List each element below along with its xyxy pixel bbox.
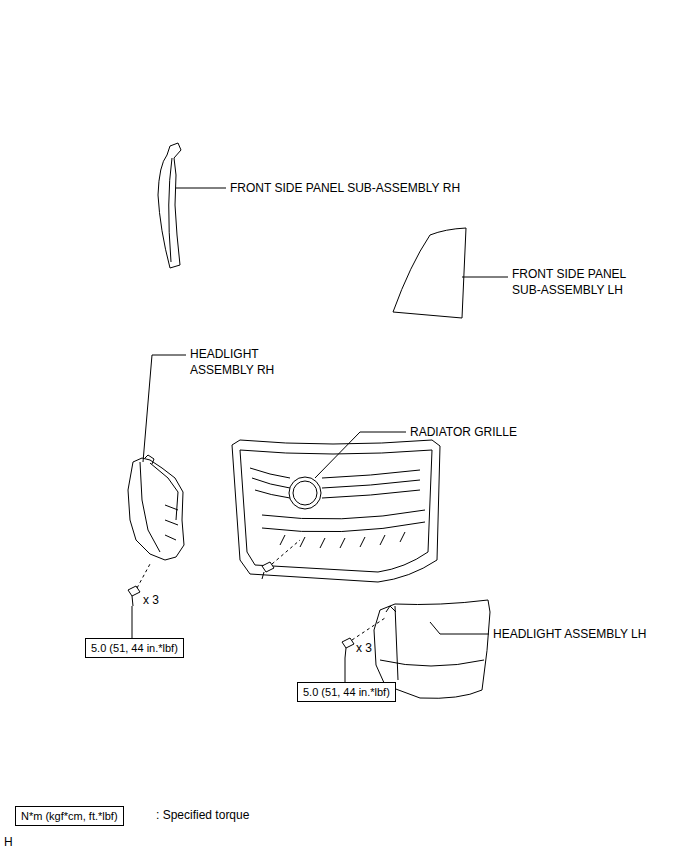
torque-text: N*m (kgf*cm, ft.*lbf): [21, 810, 118, 822]
sheet-code: H: [4, 834, 24, 850]
quantity-note: x 3: [356, 640, 396, 656]
legend-text: : Specified torque: [156, 807, 356, 823]
torque-box: 5.0 (51, 44 in.*lbf): [297, 682, 396, 702]
part-name: HEADLIGHT ASSEMBLY RH: [190, 346, 300, 378]
part-name: FRONT SIDE PANEL SUB-ASSEMBLY LH: [512, 266, 642, 298]
legend-torque-box: N*m (kgf*cm, ft.*lbf): [15, 806, 124, 826]
part-name: RADIATOR GRILLE: [410, 424, 550, 440]
part-name: FRONT SIDE PANEL SUB-ASSEMBLY RH: [230, 180, 490, 196]
part-name: HEADLIGHT ASSEMBLY LH: [493, 626, 683, 642]
quantity-note: x 3: [143, 592, 183, 608]
torque-text: 5.0 (51, 44 in.*lbf): [303, 686, 390, 698]
torque-text: 5.0 (51, 44 in.*lbf): [91, 642, 178, 654]
torque-box: 5.0 (51, 44 in.*lbf): [85, 638, 184, 658]
